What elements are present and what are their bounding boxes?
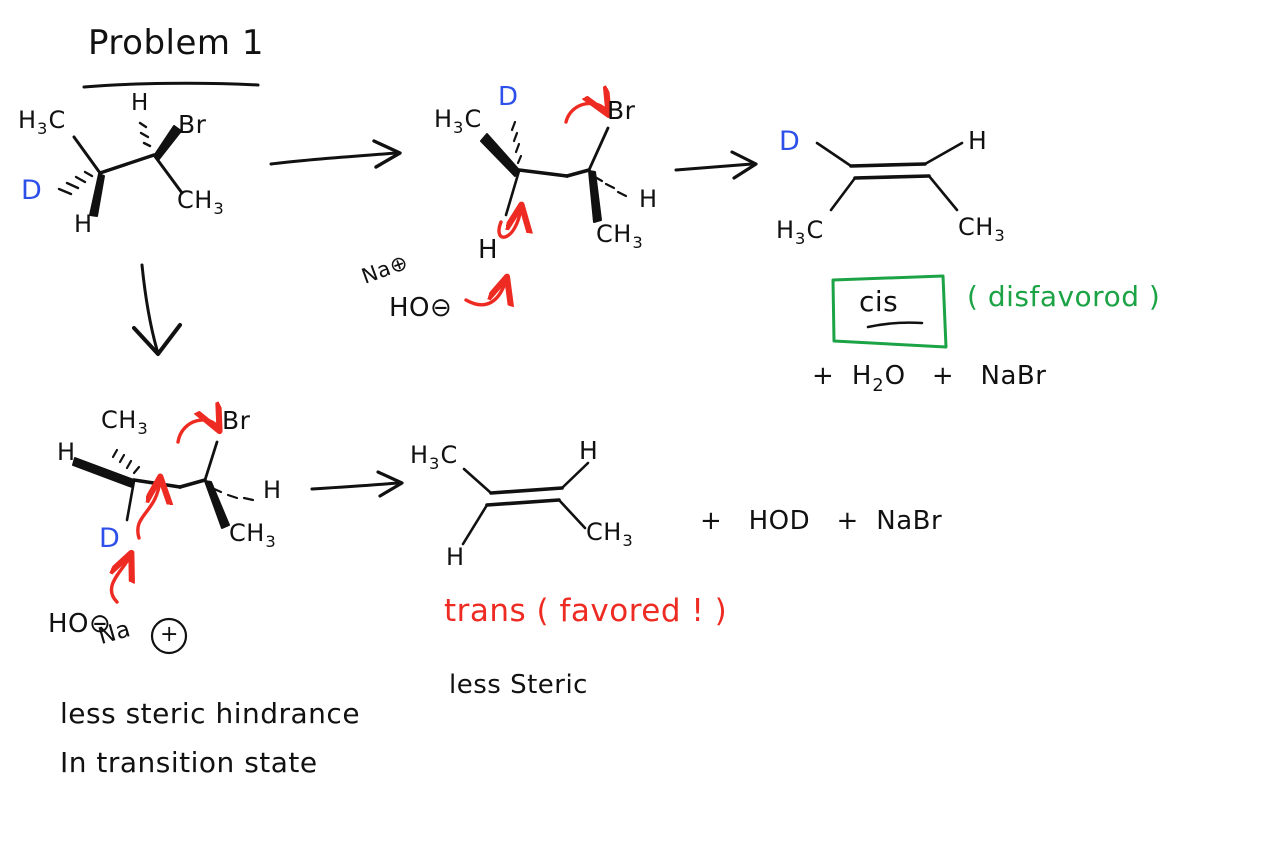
structure1-label-bromine: Br [178, 110, 207, 139]
structure1-label-left-methyl: H3C [18, 106, 66, 139]
structure3-label-deuterium: D [779, 126, 801, 157]
title-underline [82, 81, 260, 89]
electron-pushing-arrows [111, 103, 607, 604]
trans-byproducts: + HOD + NaBr [700, 506, 943, 536]
cis-underline [866, 321, 924, 329]
note-line-1: less steric hindrance [60, 697, 361, 730]
structure1-label-top-h: H [131, 90, 149, 116]
reaction-arrow-4-to-5 [310, 470, 404, 498]
structure2-label-right-methyl: CH3 [596, 220, 644, 253]
structure2-label-bromine: Br [607, 96, 636, 125]
structure1-label-deuterium: D [21, 175, 43, 206]
structure5-skeleton [461, 461, 590, 546]
page-title: Problem 1 [88, 23, 264, 63]
structure2-label-right-h: H [639, 185, 658, 213]
structure5-label-bottom-h: H [446, 543, 465, 571]
structure3-label-right-methyl: CH3 [958, 213, 1006, 246]
structure3-label-left-methyl: H3C [776, 216, 824, 249]
structure4-counterion-charge: + [160, 622, 179, 647]
structure4-label-deuterium: D [99, 523, 121, 554]
structure5-label-left-methyl: H3C [410, 441, 458, 474]
structure4-label-top-methyl: CH3 [101, 406, 149, 439]
structure3-label-hydrogen: H [968, 126, 988, 155]
structure5-label-top-h: H [579, 436, 599, 465]
structure5-label-right-methyl: CH3 [586, 518, 634, 551]
structure4-label-right-methyl: CH3 [229, 519, 277, 552]
structure1-label-right-methyl: CH3 [177, 186, 225, 219]
reaction-arrow-1-to-2 [269, 139, 402, 169]
disfavored-annotation: ( disfavorod ) [967, 280, 1161, 313]
structure3-skeleton [815, 141, 964, 212]
charge-circles [150, 617, 188, 655]
structure2-label-abstracted-h: H [478, 235, 499, 265]
reaction-arrow-2-to-3 [674, 150, 758, 180]
cis-boxed-label: cis [859, 285, 899, 318]
structure4-label-bromine: Br [222, 406, 251, 435]
structure1-label-bottom-h: H [74, 210, 93, 238]
reaction-arrow-1-to-4 [132, 263, 182, 356]
trans-favored-annotation: trans ( favored ! ) [444, 593, 728, 629]
cis-highlight-box [831, 274, 948, 349]
note-line-2: In transition state [60, 746, 318, 779]
cis-byproducts: + H2O + NaBr [812, 361, 1047, 396]
structure2-skeleton [480, 120, 628, 223]
structure4-label-left-h: H [57, 438, 76, 466]
note-less-steric: less Steric [449, 670, 588, 700]
structure2-label-base: HO⊖ [389, 293, 453, 323]
structure2-label-deuterium: D [498, 82, 519, 112]
structure1-skeleton [57, 121, 184, 217]
structure4-label-base: HO⊖ [48, 609, 112, 639]
structure4-skeleton [72, 440, 255, 529]
structure4-label-right-h: H [263, 476, 282, 504]
structure2-label-left-methyl: H3C [434, 105, 482, 138]
